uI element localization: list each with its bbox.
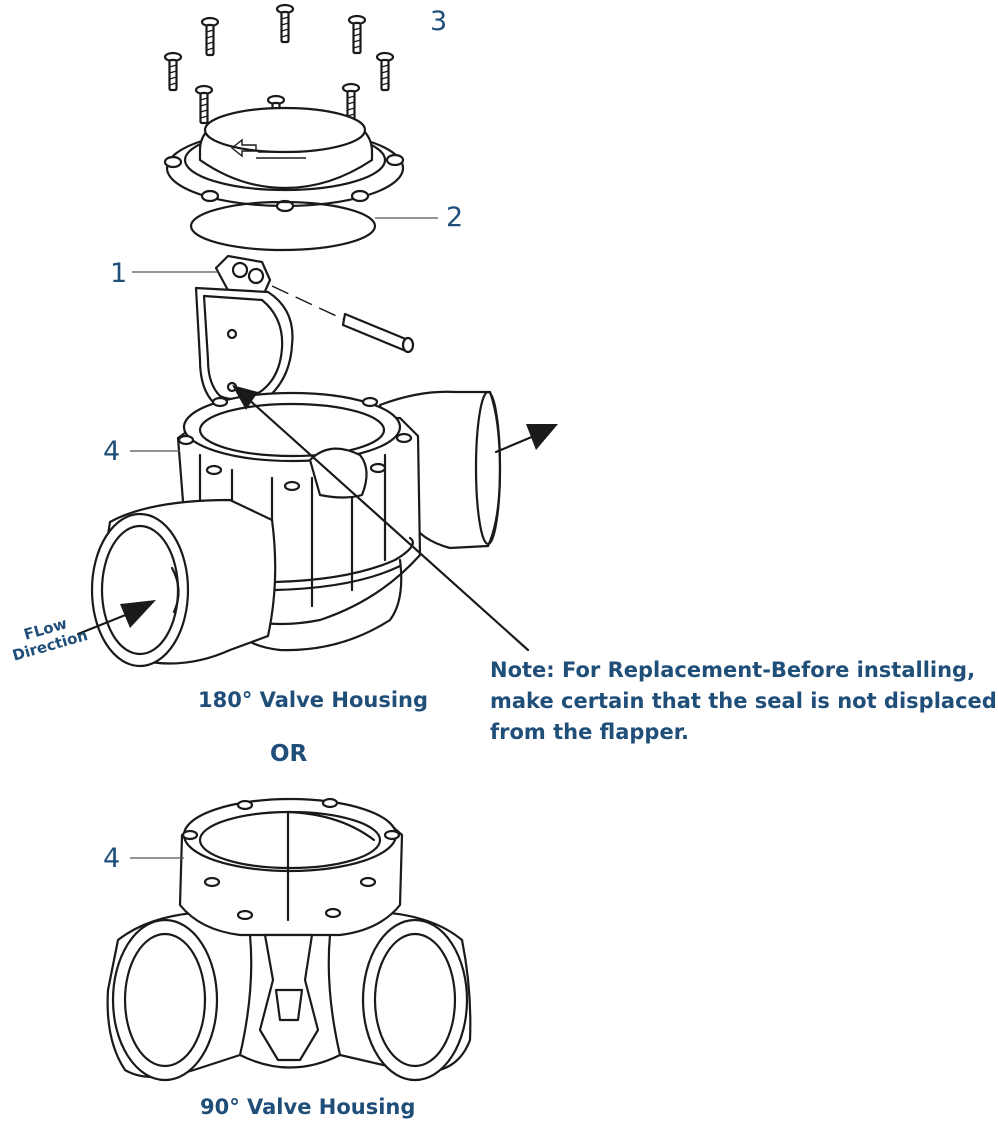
note-pointer-arrowhead <box>232 385 258 410</box>
label-1: 1 <box>110 258 128 289</box>
screw <box>375 51 395 92</box>
hinge-pin-path <box>271 285 346 321</box>
outlet-arrowhead <box>526 424 558 450</box>
flow-arrowhead <box>120 600 156 628</box>
label-3: 3 <box>430 6 448 37</box>
valve-lid <box>163 106 405 213</box>
label-2: 2 <box>446 202 464 233</box>
outlet-arrow <box>494 434 536 454</box>
screw <box>275 3 295 44</box>
label-4-top: 4 <box>103 436 121 467</box>
screw <box>200 16 220 57</box>
hinge-pin <box>341 312 412 353</box>
replacement-note: Note: For Replacement-Before installing,… <box>490 655 997 748</box>
housing-180-drawing <box>90 390 502 668</box>
screw <box>194 84 214 125</box>
housing-90-drawing <box>106 797 472 1082</box>
screw <box>163 51 183 92</box>
screw <box>347 14 367 55</box>
note-line-3: from the flapper. <box>490 720 690 744</box>
caption-90-housing: 90° Valve Housing <box>200 1095 416 1119</box>
o-ring <box>189 200 377 252</box>
note-line-1: Note: For Replacement-Before installing, <box>490 658 976 682</box>
caption-180-housing: 180° Valve Housing <box>198 688 428 712</box>
note-line-2: make certain that the seal is not displa… <box>490 689 997 713</box>
label-4-bottom: 4 <box>103 843 121 874</box>
flapper <box>194 254 294 411</box>
note-pointer-line <box>244 395 530 652</box>
caption-or: OR <box>270 741 308 767</box>
flow-arrow <box>76 612 130 636</box>
